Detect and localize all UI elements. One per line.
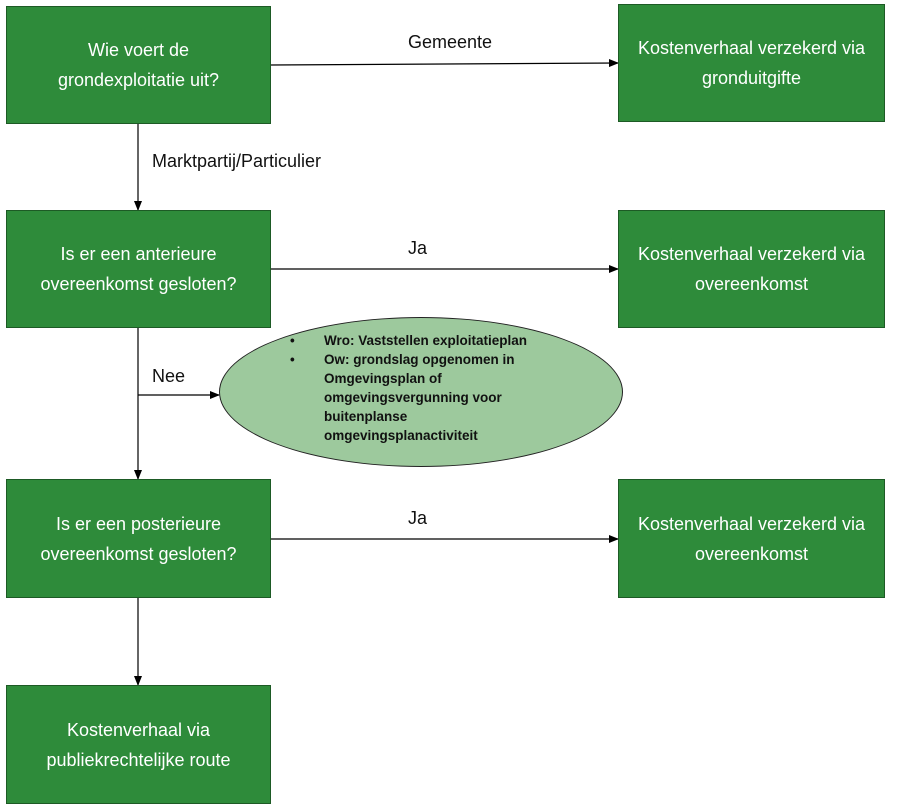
edge-label-ja-posterieure: Ja xyxy=(408,508,428,528)
question-grondexploitatie-box: Wie voert de grondexploitatie uit? xyxy=(6,6,271,124)
question-anterieure-box: Is er een anterieure overeenkomst geslot… xyxy=(6,210,271,328)
result-gronduitgifte-box: Kostenverhaal verzekerd via gronduitgift… xyxy=(618,4,885,122)
bullet-point: • xyxy=(290,333,295,348)
question-posterieure-text: Is er een posterieure overeenkomst geslo… xyxy=(40,513,237,564)
arrow-q1-to-r1 xyxy=(270,59,619,68)
edge-label-ja-anterieure: Ja xyxy=(408,238,428,258)
legal-basis-item-text: Wro: Vaststellen exploitatieplan xyxy=(324,333,528,348)
question-grondexploitatie-text: Wie voert de grondexploitatie uit? xyxy=(57,40,220,90)
question-anterieure-text: Is er een anterieure overeenkomst geslot… xyxy=(40,244,237,294)
legal-basis-item-text: Ow: grondslag opgenomen in Omgevingsplan… xyxy=(324,352,515,443)
legal-basis-item-ow: • Ow: grondslag opgenomen in Omgevingspl… xyxy=(290,350,554,445)
legal-basis-ellipse: • Wro: Vaststellen exploitatieplan • Ow:… xyxy=(219,317,623,467)
result-overeenkomst-2-box: Kostenverhaal verzekerd via overeenkomst xyxy=(618,479,885,598)
result-gronduitgifte-text: Kostenverhaal verzekerd via gronduitgift… xyxy=(637,38,866,88)
edge-label-gemeente: Gemeente xyxy=(408,32,493,52)
edge-label-nee: Nee xyxy=(152,366,186,386)
bullet-point: • xyxy=(290,352,295,367)
legal-basis-item-wro: • Wro: Vaststellen exploitatieplan xyxy=(290,331,554,350)
result-publiekrechtelijke-route-box: Kostenverhaal via publiekrechtelijke rou… xyxy=(6,685,271,804)
edge-label-marktpartij: Marktpartij/Particulier xyxy=(152,151,322,171)
result-overeenkomst-1-text: Kostenverhaal verzekerd via overeenkomst xyxy=(637,244,866,294)
legal-basis-list: • Wro: Vaststellen exploitatieplan • Ow:… xyxy=(290,331,554,445)
question-posterieure-box: Is er een posterieure overeenkomst geslo… xyxy=(6,479,271,598)
result-overeenkomst-2-text: Kostenverhaal verzekerd via overeenkomst xyxy=(637,513,866,564)
result-overeenkomst-1-box: Kostenverhaal verzekerd via overeenkomst xyxy=(618,210,885,328)
result-publiekrechtelijke-route-text: Kostenverhaal via publiekrechtelijke rou… xyxy=(46,719,231,770)
